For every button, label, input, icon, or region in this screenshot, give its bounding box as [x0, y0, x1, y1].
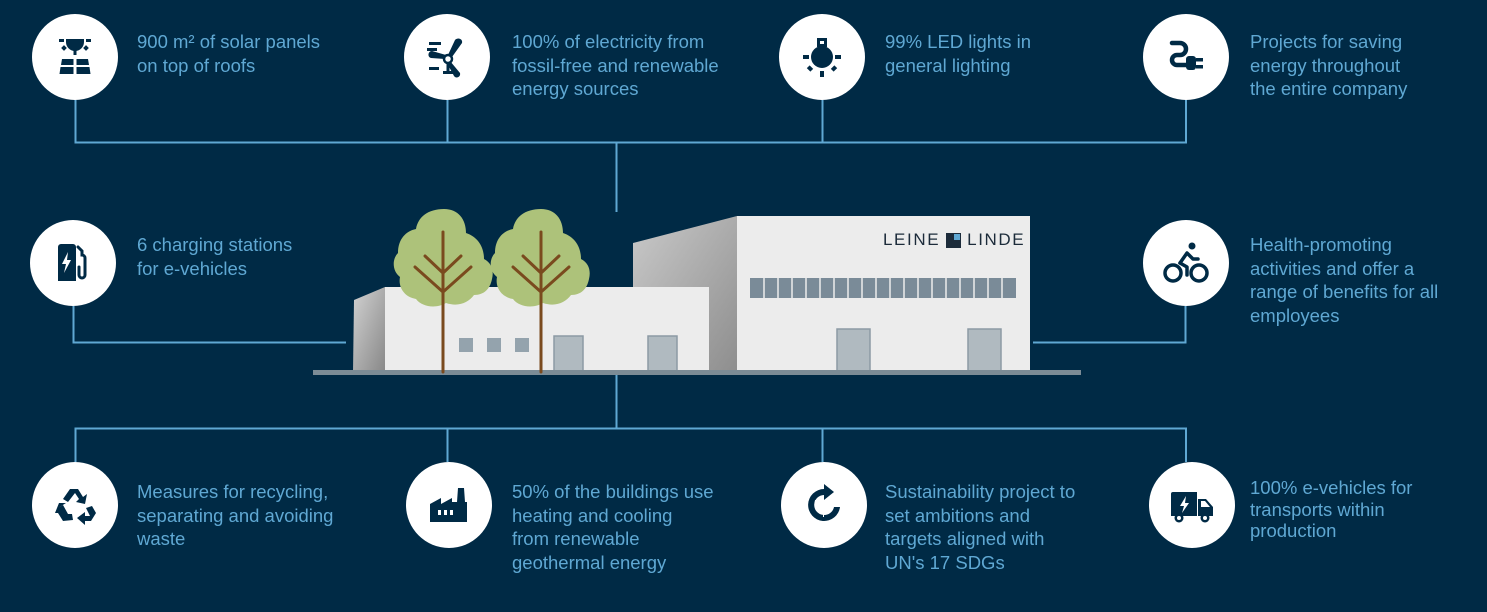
- sustainability-cycle-icon: [781, 462, 867, 548]
- light-bulb-icon: [779, 14, 865, 100]
- company-logo: LEINE LINDE: [883, 230, 1025, 250]
- factory-icon: [406, 462, 492, 548]
- bicycle-icon: [1143, 220, 1229, 306]
- recycle-icon: [32, 462, 118, 548]
- geothermal-text: 50% of the buildings use heating and coo…: [512, 481, 714, 573]
- recycling-text: Measures for recycling, separating and a…: [137, 481, 334, 549]
- transport-text: 100% e-vehicles for transports within pr…: [1250, 477, 1413, 541]
- building-illustration: [313, 209, 1081, 375]
- electricity-text: 100% of electricity from fossil-free and…: [512, 31, 719, 99]
- led-text: 99% LED lights in general lighting: [885, 31, 1032, 76]
- electric-truck-icon: [1149, 462, 1235, 548]
- charging-station-icon: [30, 220, 116, 306]
- logo-mark-icon: [946, 232, 962, 248]
- sdg-text: Sustainability project to set ambitions …: [885, 481, 1076, 573]
- tree-right: [490, 209, 590, 374]
- health-text: Health-promoting activities and offer a …: [1250, 234, 1439, 326]
- tree-left: [393, 209, 493, 374]
- solar-panel-icon: [32, 14, 118, 100]
- connector-lines: [72, 100, 1187, 462]
- solar-text: 900 m² of solar panels on top of roofs: [137, 31, 321, 76]
- charging-text: 6 charging stations for e-vehicles: [137, 234, 293, 279]
- plug-icon: [1143, 14, 1229, 100]
- brand-left: LEINE: [883, 230, 941, 249]
- wind-turbine-icon: [404, 14, 490, 100]
- brand-right: LINDE: [967, 230, 1026, 249]
- energy-saving-text: Projects for saving energy throughout th…: [1250, 31, 1408, 99]
